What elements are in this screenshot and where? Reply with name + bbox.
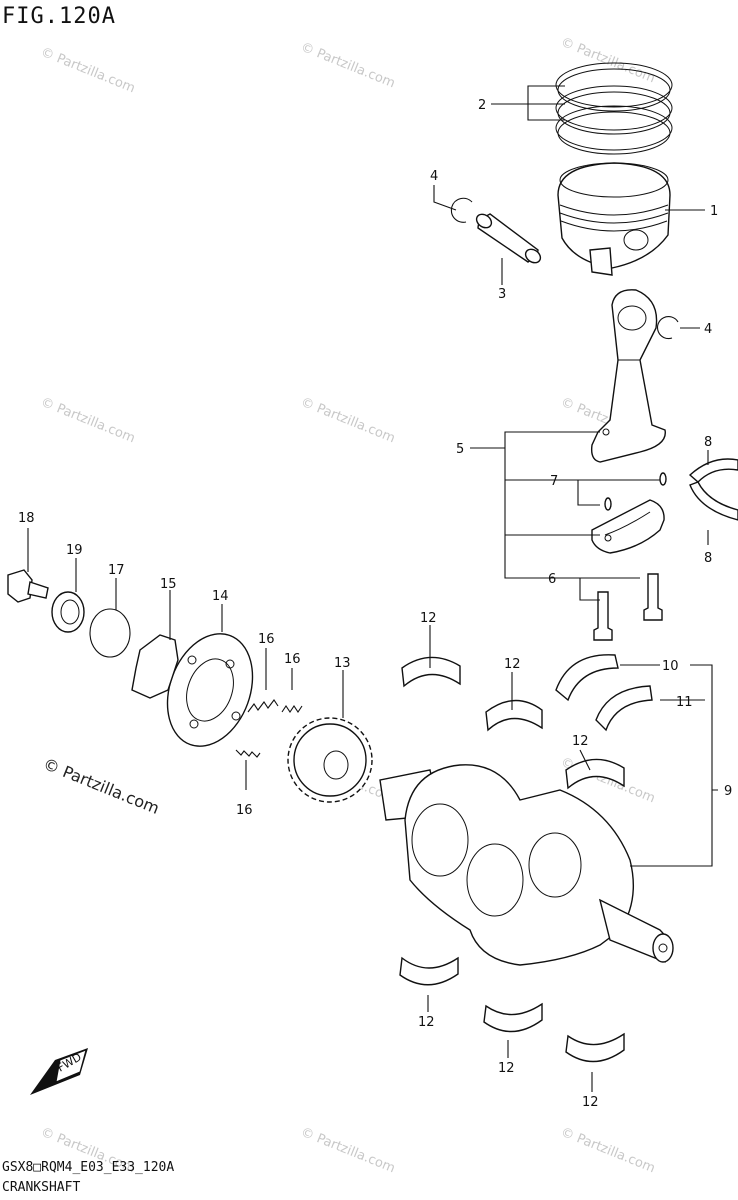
rod-bolts — [593, 573, 663, 641]
leader-lines — [27, 85, 718, 1092]
callout-12: 12 — [504, 657, 521, 672]
piston-rings — [555, 62, 673, 155]
callout-16: 16 — [258, 632, 275, 647]
watermark: © Partzilla.com — [39, 45, 138, 96]
callout-12: 12 — [582, 1095, 599, 1110]
springs — [235, 699, 303, 758]
figure-title: FIG.120A — [2, 4, 116, 29]
watermark: © Partzilla.com — [299, 40, 398, 91]
callout-8: 8 — [704, 435, 712, 450]
journal-bearings — [399, 656, 625, 1063]
plate — [131, 634, 179, 699]
bolt — [7, 569, 49, 603]
callout-5: 5 — [456, 442, 464, 457]
watermark: © Partzilla.com — [559, 35, 658, 86]
callout-19: 19 — [66, 543, 83, 558]
callout-15: 15 — [160, 577, 177, 592]
callout-10: 10 — [662, 659, 679, 674]
bearing — [51, 591, 85, 633]
callout-12: 12 — [420, 611, 437, 626]
callout-9: 9 — [724, 784, 732, 799]
callout-2: 2 — [478, 98, 486, 113]
callout-6: 6 — [548, 572, 556, 587]
connecting-rod-cap — [591, 499, 665, 554]
callout-17: 17 — [108, 563, 125, 578]
watermark: © Partzilla.com — [299, 395, 398, 446]
section-name: CRANKSHAFT — [2, 1180, 81, 1195]
watermark: © Partzilla.com — [559, 1125, 658, 1176]
callout-16: 16 — [284, 652, 301, 667]
callout-13: 13 — [334, 656, 351, 671]
callout-16: 16 — [236, 803, 253, 818]
callout-3: 3 — [498, 287, 506, 302]
piston — [557, 162, 671, 276]
circlip-right — [657, 316, 679, 340]
callout-18: 18 — [18, 511, 35, 526]
crank-gear — [287, 717, 373, 803]
circlip-17 — [89, 608, 131, 658]
crankshaft — [379, 764, 674, 966]
fwd-arrow-icon: FWD — [30, 1048, 88, 1095]
callout-1: 1 — [710, 204, 718, 219]
callout-4: 4 — [704, 322, 712, 337]
watermark: © Partzilla.com — [299, 1125, 398, 1176]
rod-bearings — [688, 458, 738, 521]
connecting-rod — [590, 289, 666, 463]
callout-14: 14 — [212, 589, 229, 604]
dowel-pin — [659, 472, 667, 486]
thrust-bearing-10 — [555, 654, 619, 702]
watermark: © Partzilla.com — [39, 395, 138, 446]
callout-11: 11 — [676, 695, 693, 710]
thrust-bearing-11 — [595, 685, 653, 732]
callout-12: 12 — [572, 734, 589, 749]
callout-12: 12 — [418, 1015, 435, 1030]
watermark-main: © Partzilla.com — [41, 754, 163, 818]
callout-12: 12 — [498, 1061, 515, 1076]
piston-pin — [475, 213, 542, 264]
circlip-top — [450, 197, 473, 223]
model-code: GSX8□RQM4_E03_E33_120A — [2, 1160, 175, 1175]
callout-8: 8 — [704, 551, 712, 566]
callout-7: 7 — [550, 474, 558, 489]
callouts: 2 1 4 3 4 5 7 8 8 6 10 11 9 12 12 12 12 … — [18, 98, 732, 1110]
callout-4: 4 — [430, 169, 438, 184]
dowel-pin — [604, 497, 612, 511]
